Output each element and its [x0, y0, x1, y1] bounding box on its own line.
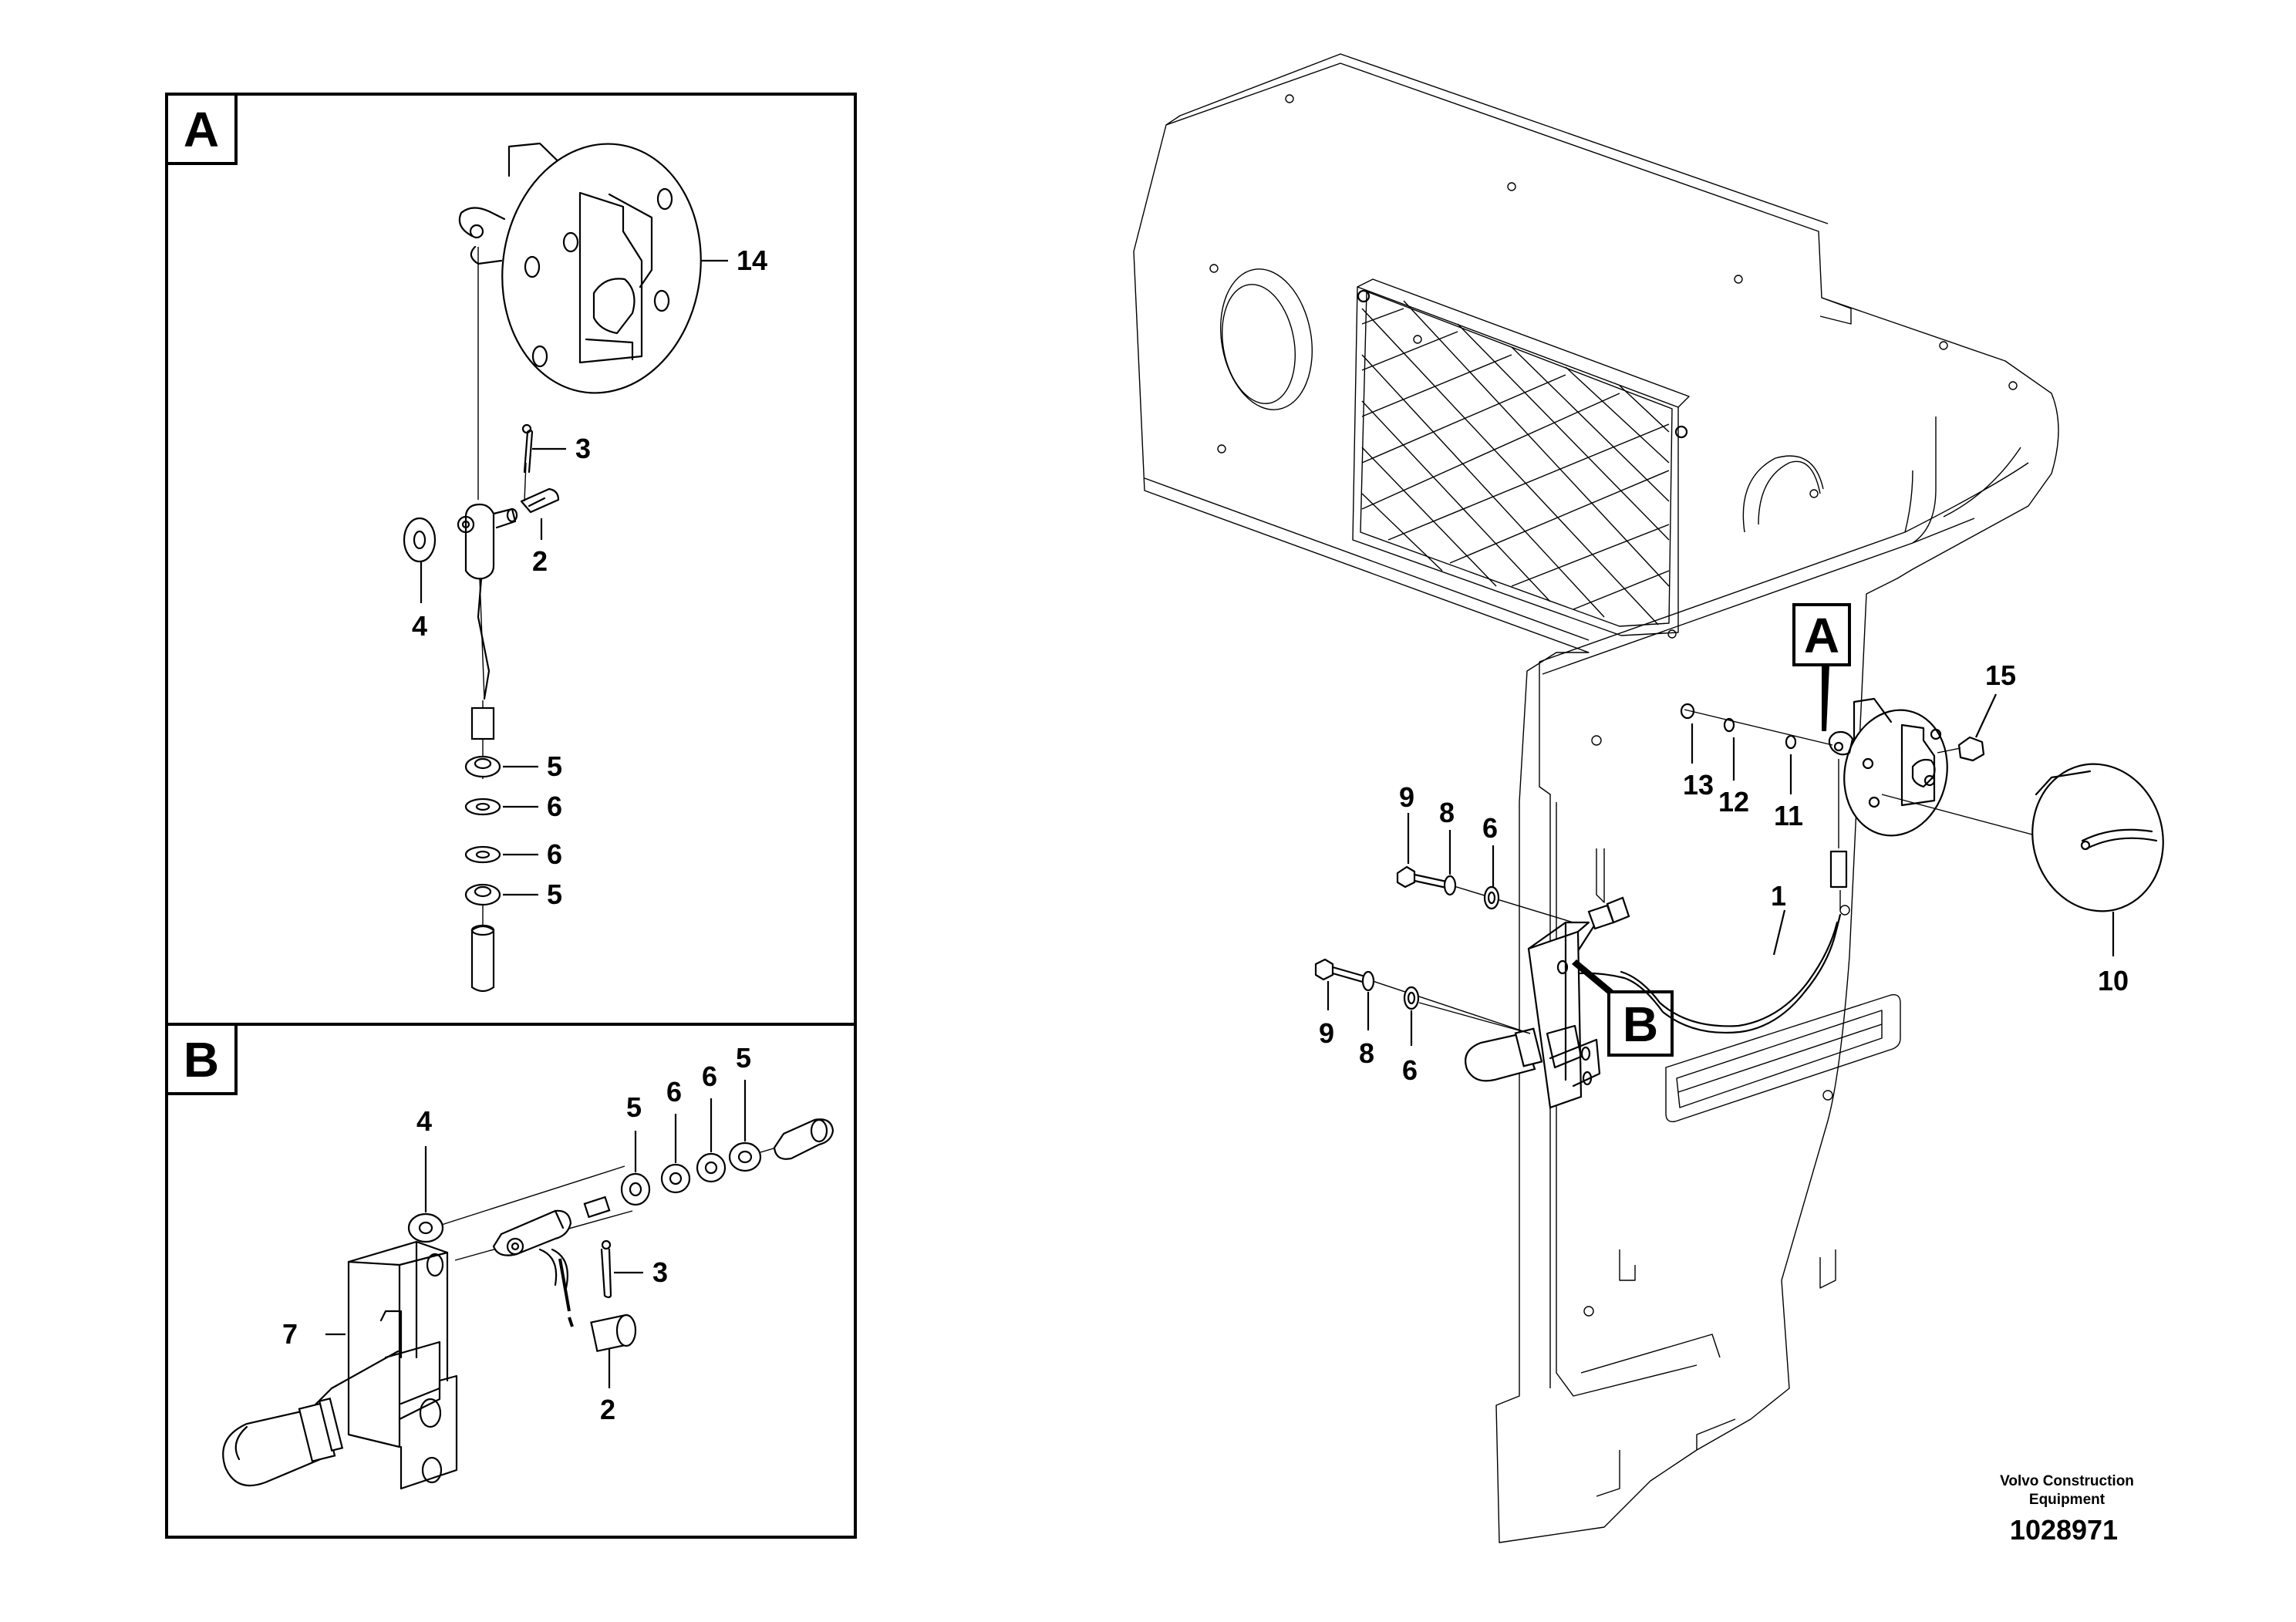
rect-vent	[1665, 994, 1901, 1122]
label-4-a: 4	[412, 610, 427, 642]
label-6-a-top: 6	[547, 791, 562, 822]
callout-b-letter: B	[1623, 996, 1658, 1052]
handle-bracket-part: 7	[222, 1240, 458, 1490]
label-13: 13	[1683, 769, 1714, 801]
label-2-b: 2	[600, 1394, 615, 1425]
label-3-b: 3	[652, 1256, 668, 1288]
label-1: 1	[1771, 880, 1786, 912]
label-6-a-bottom: 6	[547, 838, 562, 870]
panel-b-letter: B	[184, 1032, 219, 1088]
mesh-grille	[1352, 278, 1690, 636]
callout-a-letter: A	[1804, 608, 1839, 663]
label-12: 12	[1718, 786, 1749, 818]
label-11: 11	[1774, 800, 1803, 831]
label-2-a: 2	[532, 545, 548, 577]
label-8-bottom: 8	[1359, 1037, 1374, 1069]
label-7-b: 7	[282, 1318, 298, 1350]
label-15: 15	[1985, 659, 2016, 691]
label-6-b-right: 6	[702, 1061, 717, 1092]
label-5-b-left: 5	[626, 1091, 642, 1123]
cable-pin-assembly-a: 3 4 2 5 6 6 5	[403, 247, 591, 993]
label-5-a-bottom: 5	[547, 878, 562, 910]
callout-b-pointer	[1572, 959, 1613, 995]
label-6-bottom: 6	[1402, 1054, 1418, 1086]
detail-panel-b: B 7 4	[165, 1023, 857, 1539]
label-4-b: 4	[416, 1105, 432, 1137]
cover-part: 10	[1881, 763, 2164, 996]
label-10: 10	[2098, 965, 2129, 996]
label-5-a-top: 5	[547, 750, 562, 782]
company-name-line2: Equipment	[2029, 1492, 2106, 1508]
callout-b: B	[1572, 959, 1674, 1057]
label-5-b-right: 5	[736, 1042, 751, 1074]
label-6-top: 6	[1482, 812, 1498, 844]
fasteners-top-row: 9 8 6	[1396, 781, 1574, 923]
company-name-line1: Volvo Construction	[2000, 1473, 2134, 1489]
label-3-a: 3	[575, 433, 591, 464]
label-8-top: 8	[1439, 797, 1455, 828]
latch-plate-part: 14	[458, 142, 767, 394]
callout-b-box	[1607, 990, 1674, 1057]
drawing-footer: Volvo Construction Equipment 1028971	[2000, 1473, 2134, 1546]
main-latch-assembly: 15 13 12 11 A	[1680, 603, 2016, 910]
label-9-top: 9	[1399, 781, 1414, 813]
panel-holes	[1209, 94, 2018, 1317]
main-handle-bracket	[1418, 921, 1601, 1109]
cab-rear-panel	[1133, 53, 2059, 1543]
label-14: 14	[737, 244, 767, 276]
callout-a-pointer	[1822, 665, 1829, 731]
fasteners-bottom-row: 9 8 6	[1314, 958, 1531, 1086]
detail-panel-a: A 14	[165, 93, 857, 1026]
cable-pin-assembly-b: 4 5 6 6 5	[407, 1042, 834, 1425]
label-9-bottom: 9	[1319, 1017, 1334, 1049]
panel-a-label-box	[165, 93, 238, 165]
label-6-b-left: 6	[666, 1076, 682, 1108]
panel-a-letter: A	[184, 102, 219, 157]
drawing-number: 1028971	[2010, 1514, 2118, 1546]
panel-b-label-box	[165, 1023, 238, 1095]
